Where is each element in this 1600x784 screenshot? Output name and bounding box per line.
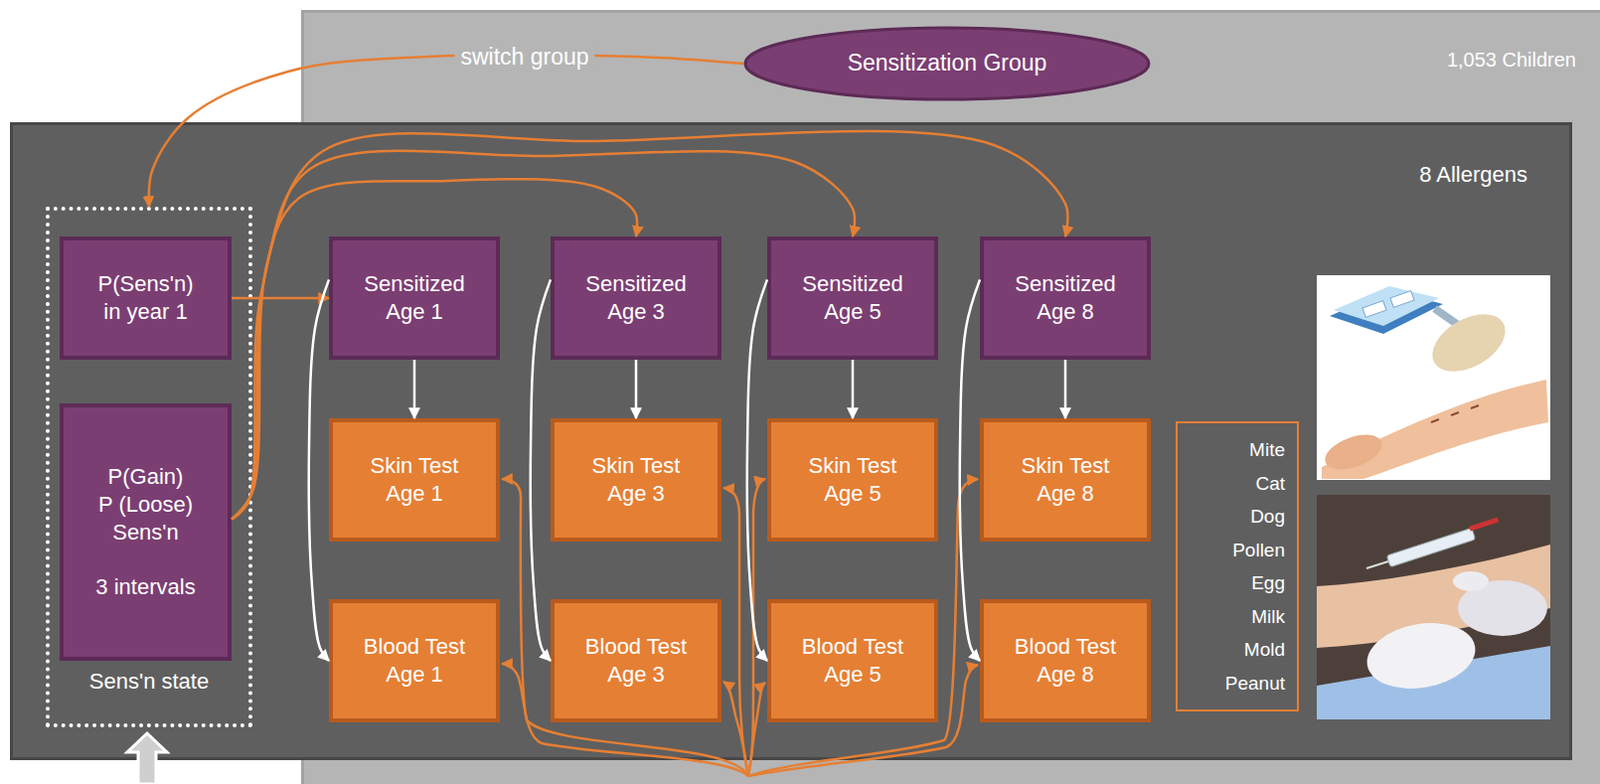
group-ellipse: Sensitization Group: [743, 25, 1151, 102]
blood-test-box: Blood Test Age 8: [979, 599, 1151, 723]
node-label: Sensitization Group: [847, 48, 1048, 78]
node-label: Egg: [1251, 566, 1285, 601]
skin-test-box: Skin Test Age 8: [979, 418, 1151, 542]
blood-test-box: Blood Test Age 3: [550, 599, 722, 723]
node-label: P(Gain): [108, 463, 184, 491]
node-label: Sensitized Age 5: [791, 270, 916, 326]
node-label: 1,053 Children: [1446, 47, 1577, 73]
skin-test-box: Skin Test Age 5: [767, 418, 939, 542]
probability-box: P(Sens'n) in year 1: [59, 236, 232, 360]
node-label: Skin Test Age 1: [352, 452, 478, 508]
allergen-list: MiteCatDogPollenEggMilkMoldPeanut: [1175, 421, 1299, 712]
blood-test-box: Blood Test Age 5: [767, 599, 939, 723]
node-label: Cat: [1255, 467, 1285, 501]
node-label: Sensitized Age 3: [574, 270, 699, 326]
sensitized-box: Sensitized Age 1: [328, 236, 500, 360]
node-label: P (Loose): [98, 490, 193, 519]
node-label: Mold: [1244, 633, 1285, 667]
edge-label: switch group: [454, 43, 595, 71]
skin-test-box: Skin Test Age 1: [328, 418, 500, 542]
node-label: Sens'n: [112, 518, 179, 547]
node-label: 3 intervals: [95, 573, 195, 602]
node-label: Milk: [1251, 600, 1285, 635]
node-label: Blood Test Age 1: [352, 633, 478, 689]
ellipse-shape: [745, 27, 1149, 100]
node-label: Pollen: [1232, 533, 1285, 568]
blood-test-box: Blood Test Age 1: [328, 599, 500, 723]
node-label: P(Sens'n) in year 1: [91, 270, 201, 326]
node-label: 8 Allergens: [1419, 160, 1528, 189]
state-group: Sens'n state P(Sens'n) in year 1 P(Gain)P …: [45, 206, 253, 728]
sensitized-box: Sensitized Age 3: [550, 236, 722, 360]
node-label: Peanut: [1225, 666, 1285, 701]
node-label: Blood Test Age 8: [1003, 633, 1128, 689]
probability-box: P(Gain)P (Loose)Sens'n 3 intervals: [59, 403, 232, 661]
node-label: Blood Test Age 3: [574, 633, 699, 689]
plate-panel: 8 AllergensSens'n state P(Sens'n) in year…: [9, 122, 1573, 761]
node-label: Sensitized Age 1: [352, 270, 478, 326]
sensitized-box: Sensitized Age 8: [979, 236, 1151, 360]
node-label: Blood Test Age 5: [791, 633, 916, 689]
node-label: Sens'n state: [89, 667, 209, 696]
node-label: Sensitized Age 8: [1003, 270, 1128, 326]
node-label: Dog: [1250, 499, 1285, 534]
sensitized-box: Sensitized Age 5: [767, 236, 939, 360]
node-label: Mite: [1249, 433, 1285, 468]
skin-test-box: Skin Test Age 3: [550, 418, 722, 542]
node-label: Skin Test Age 3: [574, 452, 699, 508]
node-label: Skin Test Age 8: [1003, 452, 1128, 508]
node-label: Skin Test Age 5: [791, 452, 916, 508]
